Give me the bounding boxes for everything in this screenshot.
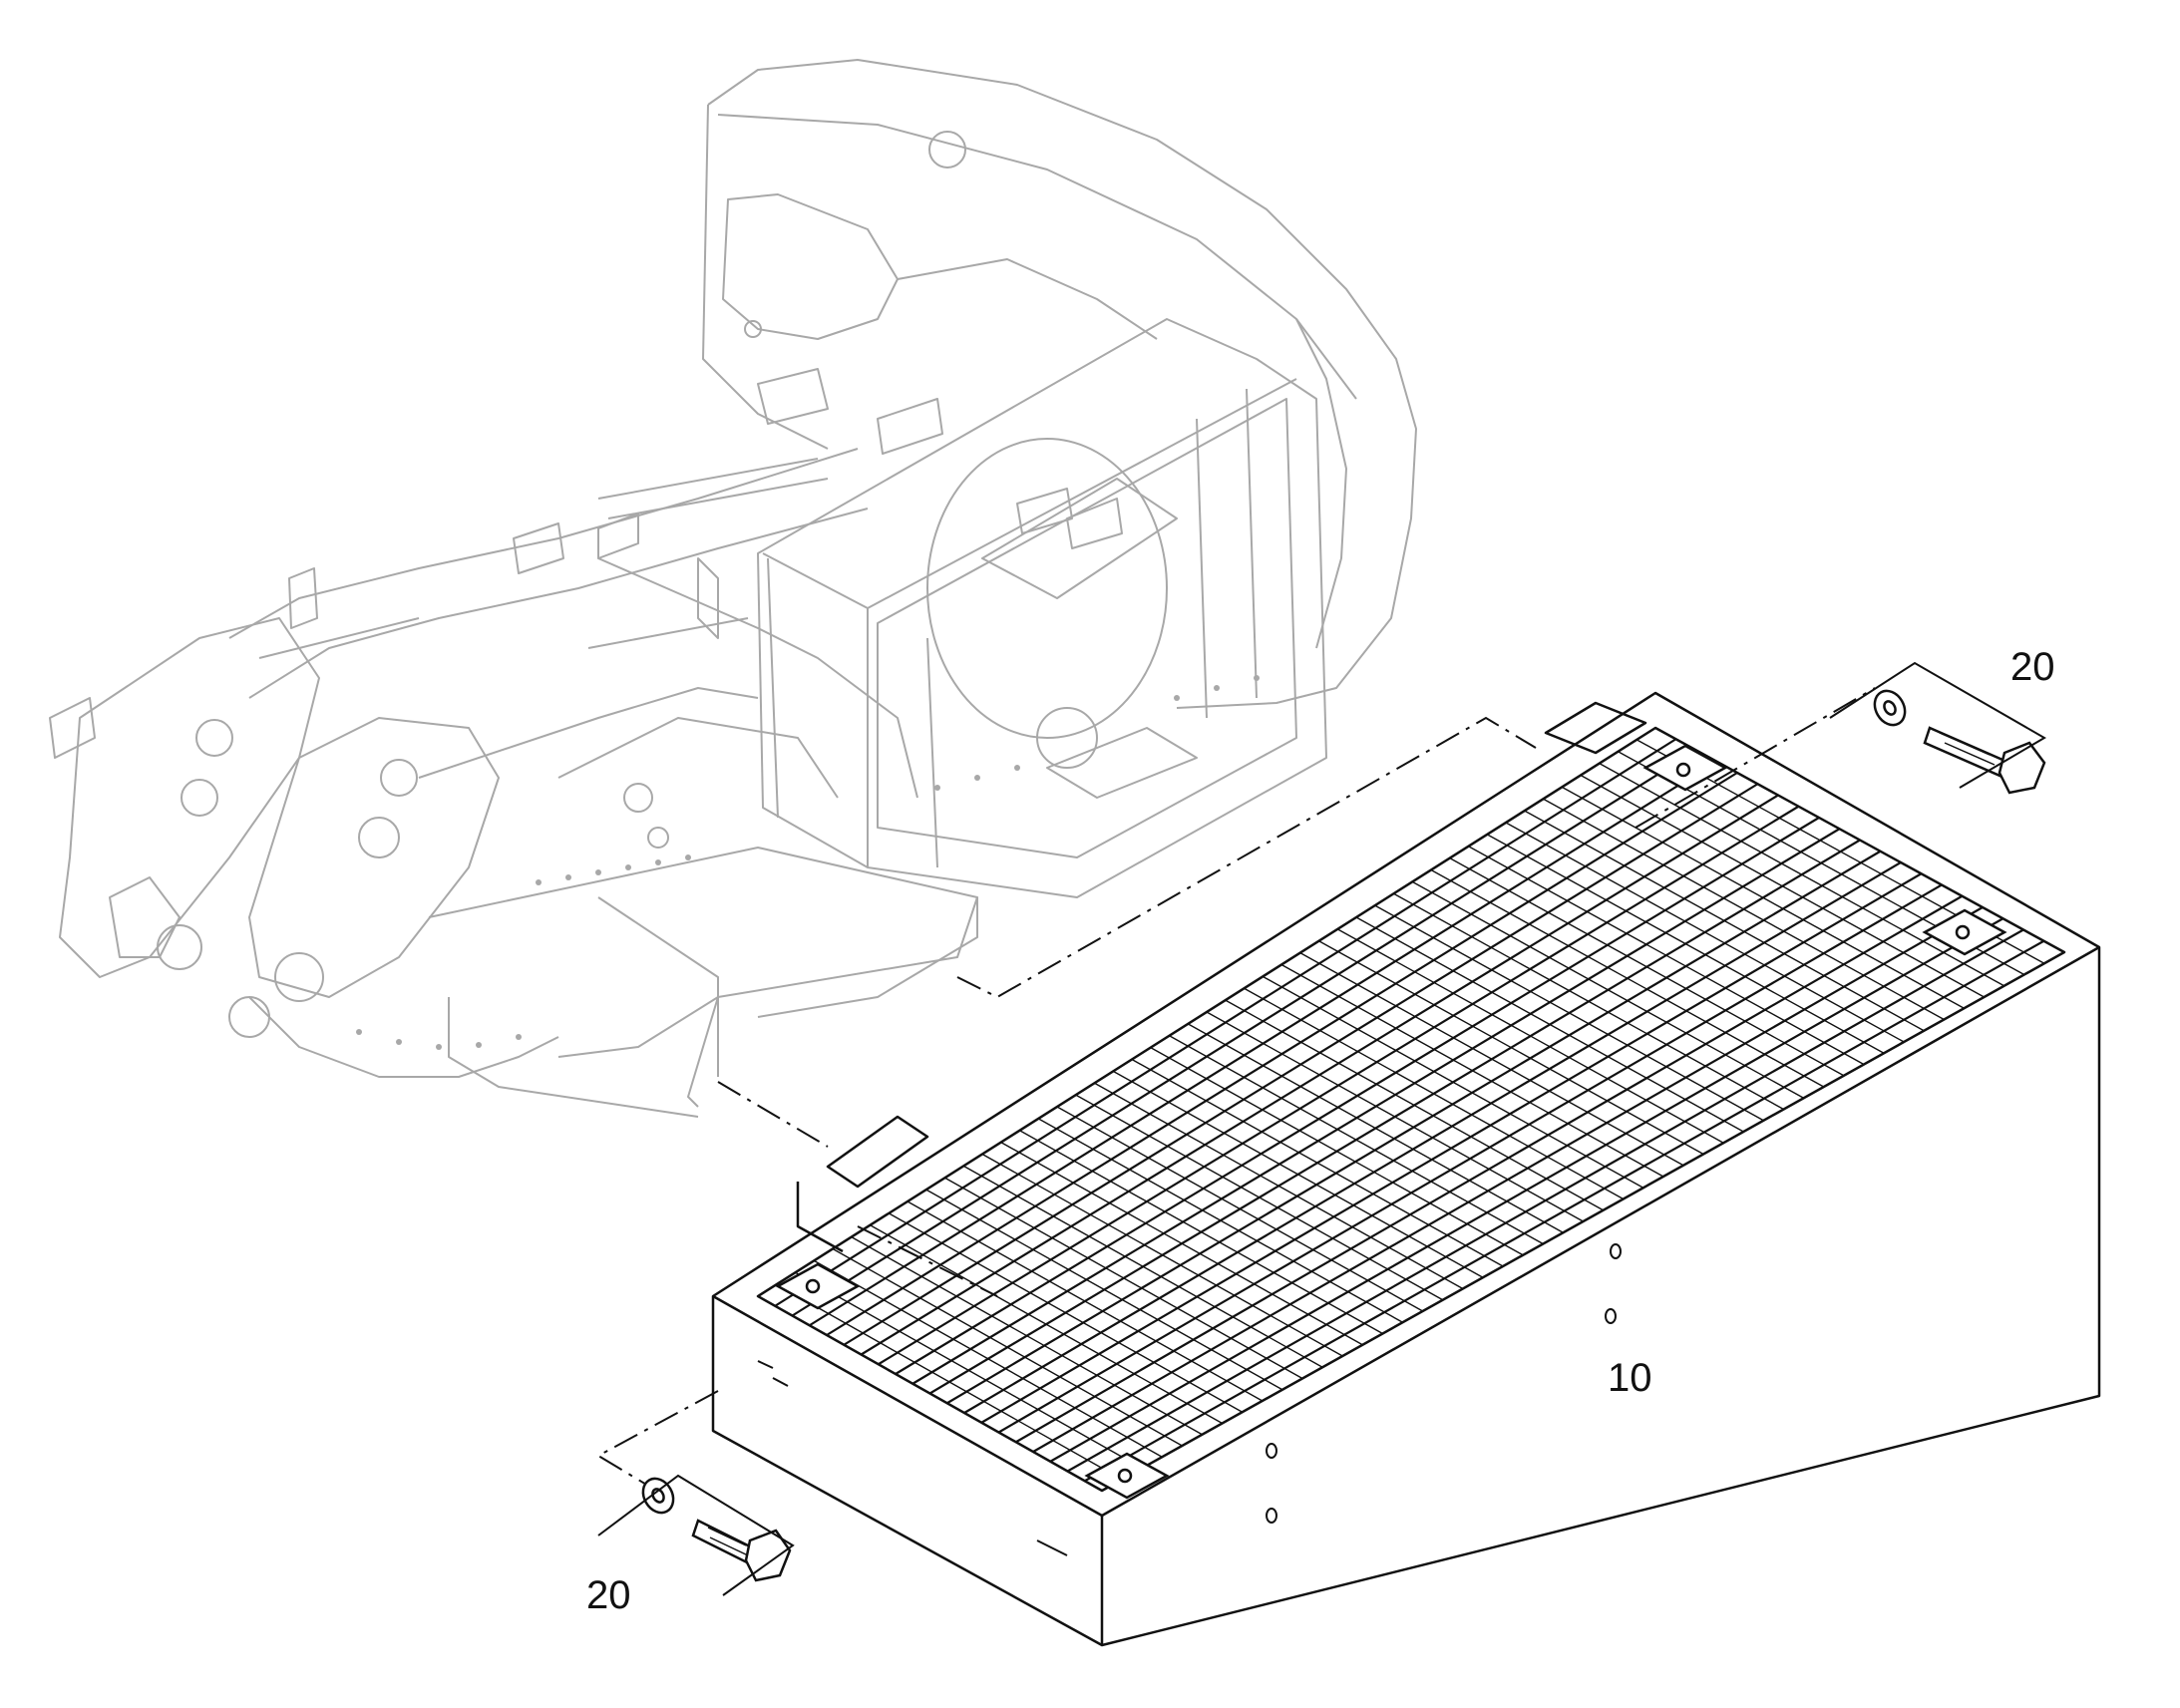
grating-bar	[895, 817, 1820, 1375]
panel-holes	[757, 1243, 1622, 1556]
grating-bar	[1032, 906, 1984, 1453]
grating-bar	[1049, 917, 2004, 1463]
grating-bar	[1084, 939, 2045, 1483]
machine-frame	[49, 59, 1417, 1118]
grating-bar	[878, 805, 1800, 1366]
grating-bar	[826, 772, 1738, 1336]
grating-bar	[791, 749, 1697, 1317]
grating-bar	[809, 760, 1718, 1327]
grating-bar	[1015, 894, 1964, 1444]
grating-panel	[711, 691, 2101, 1647]
grating-bar	[1066, 928, 2024, 1473]
grating-bar	[843, 783, 1759, 1346]
leader-bottom	[597, 1474, 795, 1596]
grating-bar	[963, 861, 1902, 1414]
fastener-bottom	[641, 1477, 792, 1582]
fastener-top	[1873, 689, 2046, 795]
callout-number-10: 10	[1608, 1356, 1652, 1400]
grating-bar	[946, 850, 1882, 1405]
grating-bar	[928, 839, 1861, 1395]
callout-number-20-bottom: 20	[586, 1573, 631, 1617]
assembly-lines	[595, 687, 1876, 1487]
grating-bar	[997, 883, 1943, 1434]
grating-grid	[774, 738, 2045, 1483]
leader-top	[1829, 661, 2046, 789]
grating-bar	[980, 872, 1923, 1424]
grating-bar	[860, 794, 1779, 1356]
grating-bar	[911, 828, 1841, 1385]
callout-number-20-top: 20	[2010, 645, 2055, 689]
grating-bar	[774, 738, 1677, 1307]
mounting-pads	[775, 744, 2007, 1500]
